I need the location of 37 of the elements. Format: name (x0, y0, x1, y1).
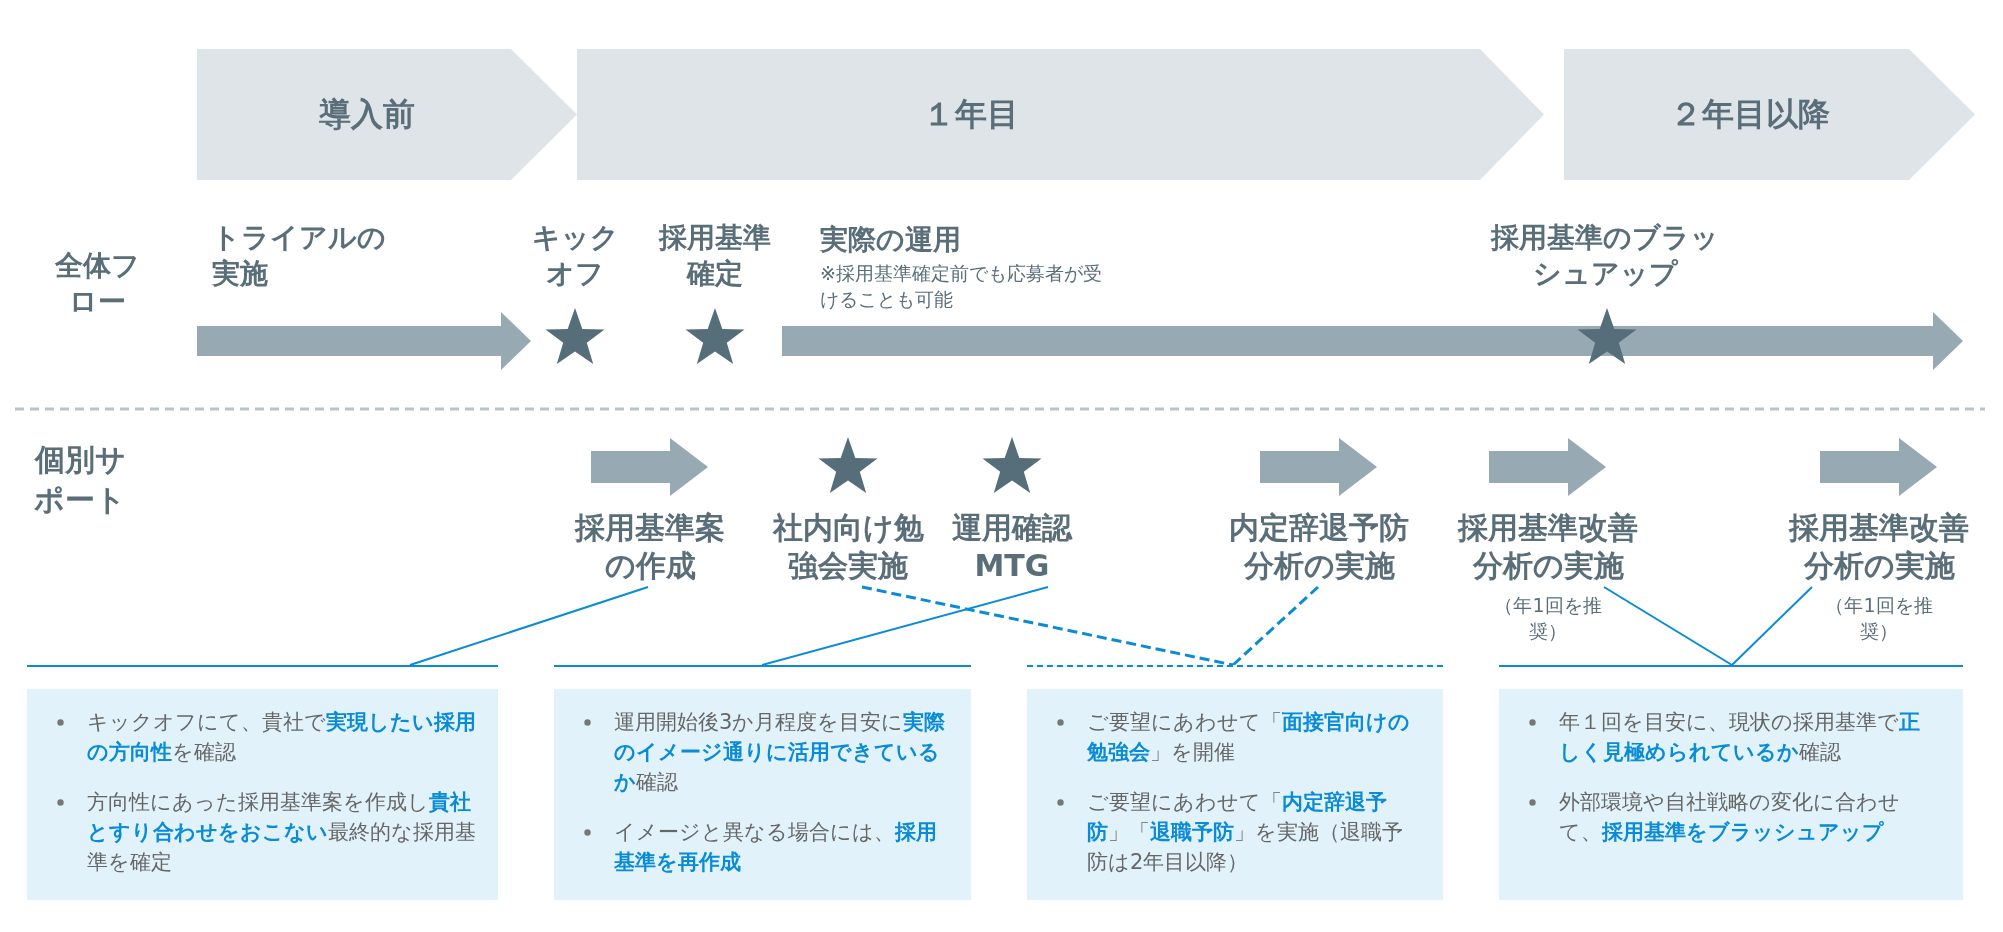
step-label: キックオフ (530, 220, 620, 292)
step-label: 内定辞退予防分析の実施 (1228, 509, 1410, 585)
step-label: 採用基準確定 (657, 220, 772, 292)
chevron-band: ２年目以降 (1564, 49, 1975, 180)
step-label: 採用基準改善分析の実施 (1787, 509, 1970, 585)
chevron-band: １年目 (577, 49, 1544, 180)
step-label: 実際の運用 (820, 222, 962, 258)
note-text: ※採用基準確定前でも応募者が受けることも可能 (820, 261, 1103, 312)
bullet-text: 運用開始後3か月程度を目安に実際のイメージ通りに活用できているか確認 (614, 709, 947, 796)
bullet-text: ご要望にあわせて「面接官向けの勉強会」を開催 (1087, 709, 1411, 766)
note-box (554, 665, 971, 900)
row-heading: 全体フロー (54, 248, 141, 320)
leader-line (409, 586, 649, 666)
leader-line (761, 586, 1049, 666)
step-label: 採用基準改善分析の実施 (1456, 509, 1639, 585)
leader-line (1232, 585, 1319, 667)
note-text: （年1回を推奨） (1493, 593, 1603, 644)
leader-line (1603, 586, 1733, 666)
row-heading: 個別サポート (33, 441, 127, 519)
bullet-text: キックオフにて、貴社で実現したい採用の方向性を確認 (87, 709, 476, 766)
bullet-text: ご要望にあわせて「内定辞退予防」「退職予防」を実施（退職予防は2年目以降） (1087, 789, 1404, 876)
bullet-text: 年１回を目安に、現状の採用基準で正しく見極められているか確認 (1559, 709, 1921, 766)
note-box (1499, 665, 1963, 900)
step-label: 採用基準案の作成 (573, 509, 726, 585)
step-label: トライアルの実施 (212, 220, 387, 292)
bullet-text: イメージと異なる場合には、採用基準を再作成 (614, 819, 938, 876)
step-label: 社内向け勉強会実施 (771, 509, 925, 585)
note-box (27, 665, 498, 900)
chevron-band: 導入前 (197, 49, 577, 180)
note-text: （年1回を推奨） (1824, 593, 1934, 644)
leader-line (861, 585, 1234, 667)
bullet-text: 外部環境や自社戦略の変化に合わせて、採用基準をブラッシュアップ (1559, 789, 1901, 846)
note-box (1027, 665, 1443, 900)
step-label: 採用基準のブラッシュアップ (1489, 220, 1720, 292)
bullet-text: 方向性にあった採用基準案を作成し貴社とすり合わせをおこない最終的な採用基準を確定 (87, 789, 476, 876)
leader-line (1731, 586, 1813, 666)
step-label: 運用確認MTG (951, 509, 1074, 585)
